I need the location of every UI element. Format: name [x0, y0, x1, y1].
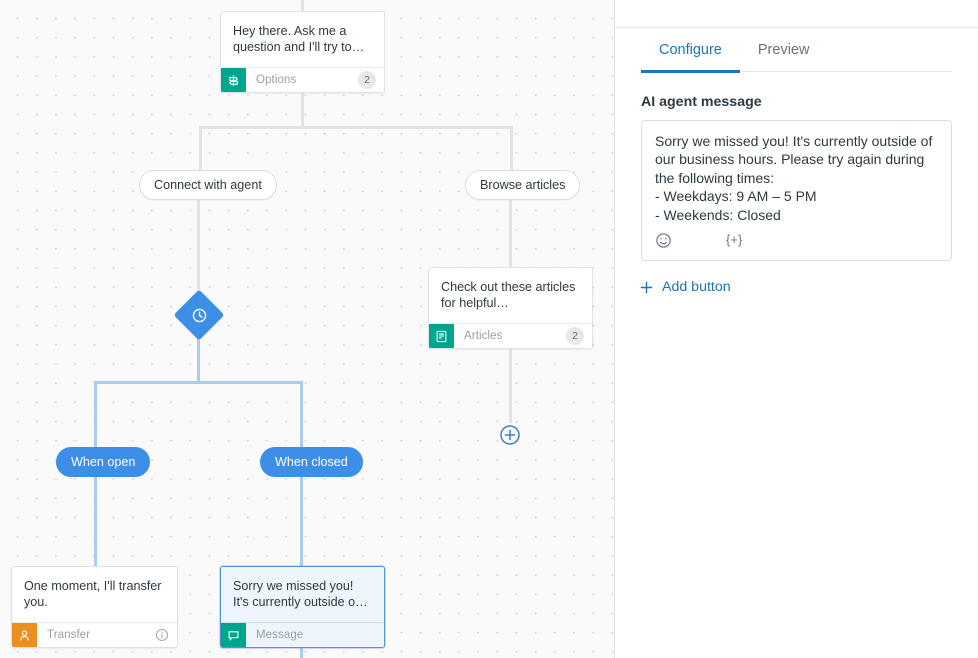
connector-condition-split	[94, 381, 302, 384]
signpost-icon	[221, 67, 246, 92]
connector-bus-left-down	[199, 126, 202, 170]
node-business-hours-condition[interactable]	[173, 289, 225, 341]
connector-closed-to-message	[300, 476, 303, 566]
node-articles-footer-label: Articles	[464, 330, 503, 342]
connector-bus-horizontal	[200, 126, 512, 129]
connector-message-down	[300, 645, 303, 658]
chat-icon	[221, 622, 246, 647]
node-transfer[interactable]: One moment, I'll transfer you. Transfer	[11, 566, 178, 648]
tab-configure-label: Configure	[659, 42, 722, 58]
pill-when-closed[interactable]: When closed	[260, 447, 363, 477]
clock-icon	[181, 297, 217, 333]
tab-preview-label: Preview	[757, 42, 810, 58]
section-title-ai-agent-message: AI agent message	[641, 94, 762, 110]
connector-condition-down	[197, 332, 200, 382]
pill-connect-label: Connect with agent	[154, 178, 262, 192]
node-message-footer[interactable]: Message	[221, 622, 384, 647]
configure-panel: Configure Preview AI agent message Sorry…	[614, 0, 978, 658]
pill-when-closed-label: When closed	[275, 455, 348, 469]
info-icon[interactable]	[155, 628, 169, 642]
node-greeting-footer-label: Options	[256, 74, 297, 86]
add-button-label: Add button	[662, 279, 731, 296]
node-greeting[interactable]: Hey there. Ask me a question and I'll tr…	[220, 11, 385, 93]
panel-top-bar	[615, 0, 978, 28]
plus-circle-icon	[500, 425, 520, 445]
node-transfer-text: One moment, I'll transfer you.	[12, 567, 177, 622]
variable-icon[interactable]: {+}	[726, 233, 743, 247]
connector-top-stub	[301, 0, 304, 12]
editor-toolbar: {+}	[655, 224, 938, 250]
node-articles-text: Check out these articles for helpful…	[429, 268, 592, 323]
pill-when-open[interactable]: When open	[56, 447, 151, 477]
add-button-action[interactable]: Add button	[639, 279, 731, 295]
node-message[interactable]: Sorry we missed you! It's currently outs…	[220, 566, 385, 648]
emoji-icon[interactable]	[655, 232, 672, 249]
node-articles-footer[interactable]: Articles 2	[429, 323, 592, 348]
node-greeting-text: Hey there. Ask me a question and I'll tr…	[221, 12, 384, 67]
ai-agent-message-text[interactable]: Sorry we missed you! It's currently outs…	[655, 133, 933, 223]
connector-bus-right-down	[510, 126, 513, 170]
node-greeting-footer[interactable]: Options 2	[221, 67, 384, 92]
pill-when-open-label: When open	[71, 455, 136, 469]
flow-canvas[interactable]: Hey there. Ask me a question and I'll tr…	[0, 0, 614, 658]
pill-connect-with-agent[interactable]: Connect with agent	[139, 170, 277, 200]
node-articles-badge: 2	[566, 327, 584, 345]
node-transfer-footer[interactable]: Transfer	[12, 622, 177, 647]
tab-configure[interactable]: Configure	[641, 28, 740, 73]
person-icon	[12, 622, 37, 647]
add-step-button[interactable]	[499, 424, 521, 446]
plus-icon	[639, 280, 654, 295]
article-icon	[429, 323, 454, 348]
node-message-text: Sorry we missed you! It's currently outs…	[221, 567, 384, 622]
pill-browse-label: Browse articles	[480, 178, 566, 192]
connector-connect-to-condition	[197, 199, 200, 299]
connector-branch-open-down	[94, 381, 97, 447]
tab-preview[interactable]: Preview	[740, 28, 828, 72]
connector-open-to-transfer	[94, 476, 97, 566]
connector-browse-to-articles	[509, 199, 512, 267]
node-articles[interactable]: Check out these articles for helpful… Ar…	[428, 267, 593, 349]
connector-articles-to-add	[509, 347, 512, 423]
pill-browse-articles[interactable]: Browse articles	[465, 170, 581, 200]
node-transfer-footer-label: Transfer	[47, 629, 91, 641]
variable-icon-label: {+}	[726, 233, 743, 248]
panel-tabs: Configure Preview	[641, 28, 952, 73]
node-message-footer-label: Message	[256, 629, 304, 641]
connector-greeting-down	[301, 92, 304, 126]
node-greeting-badge: 2	[358, 71, 376, 89]
connector-branch-closed-down	[300, 381, 303, 447]
ai-agent-message-editor[interactable]: Sorry we missed you! It's currently outs…	[641, 120, 952, 262]
